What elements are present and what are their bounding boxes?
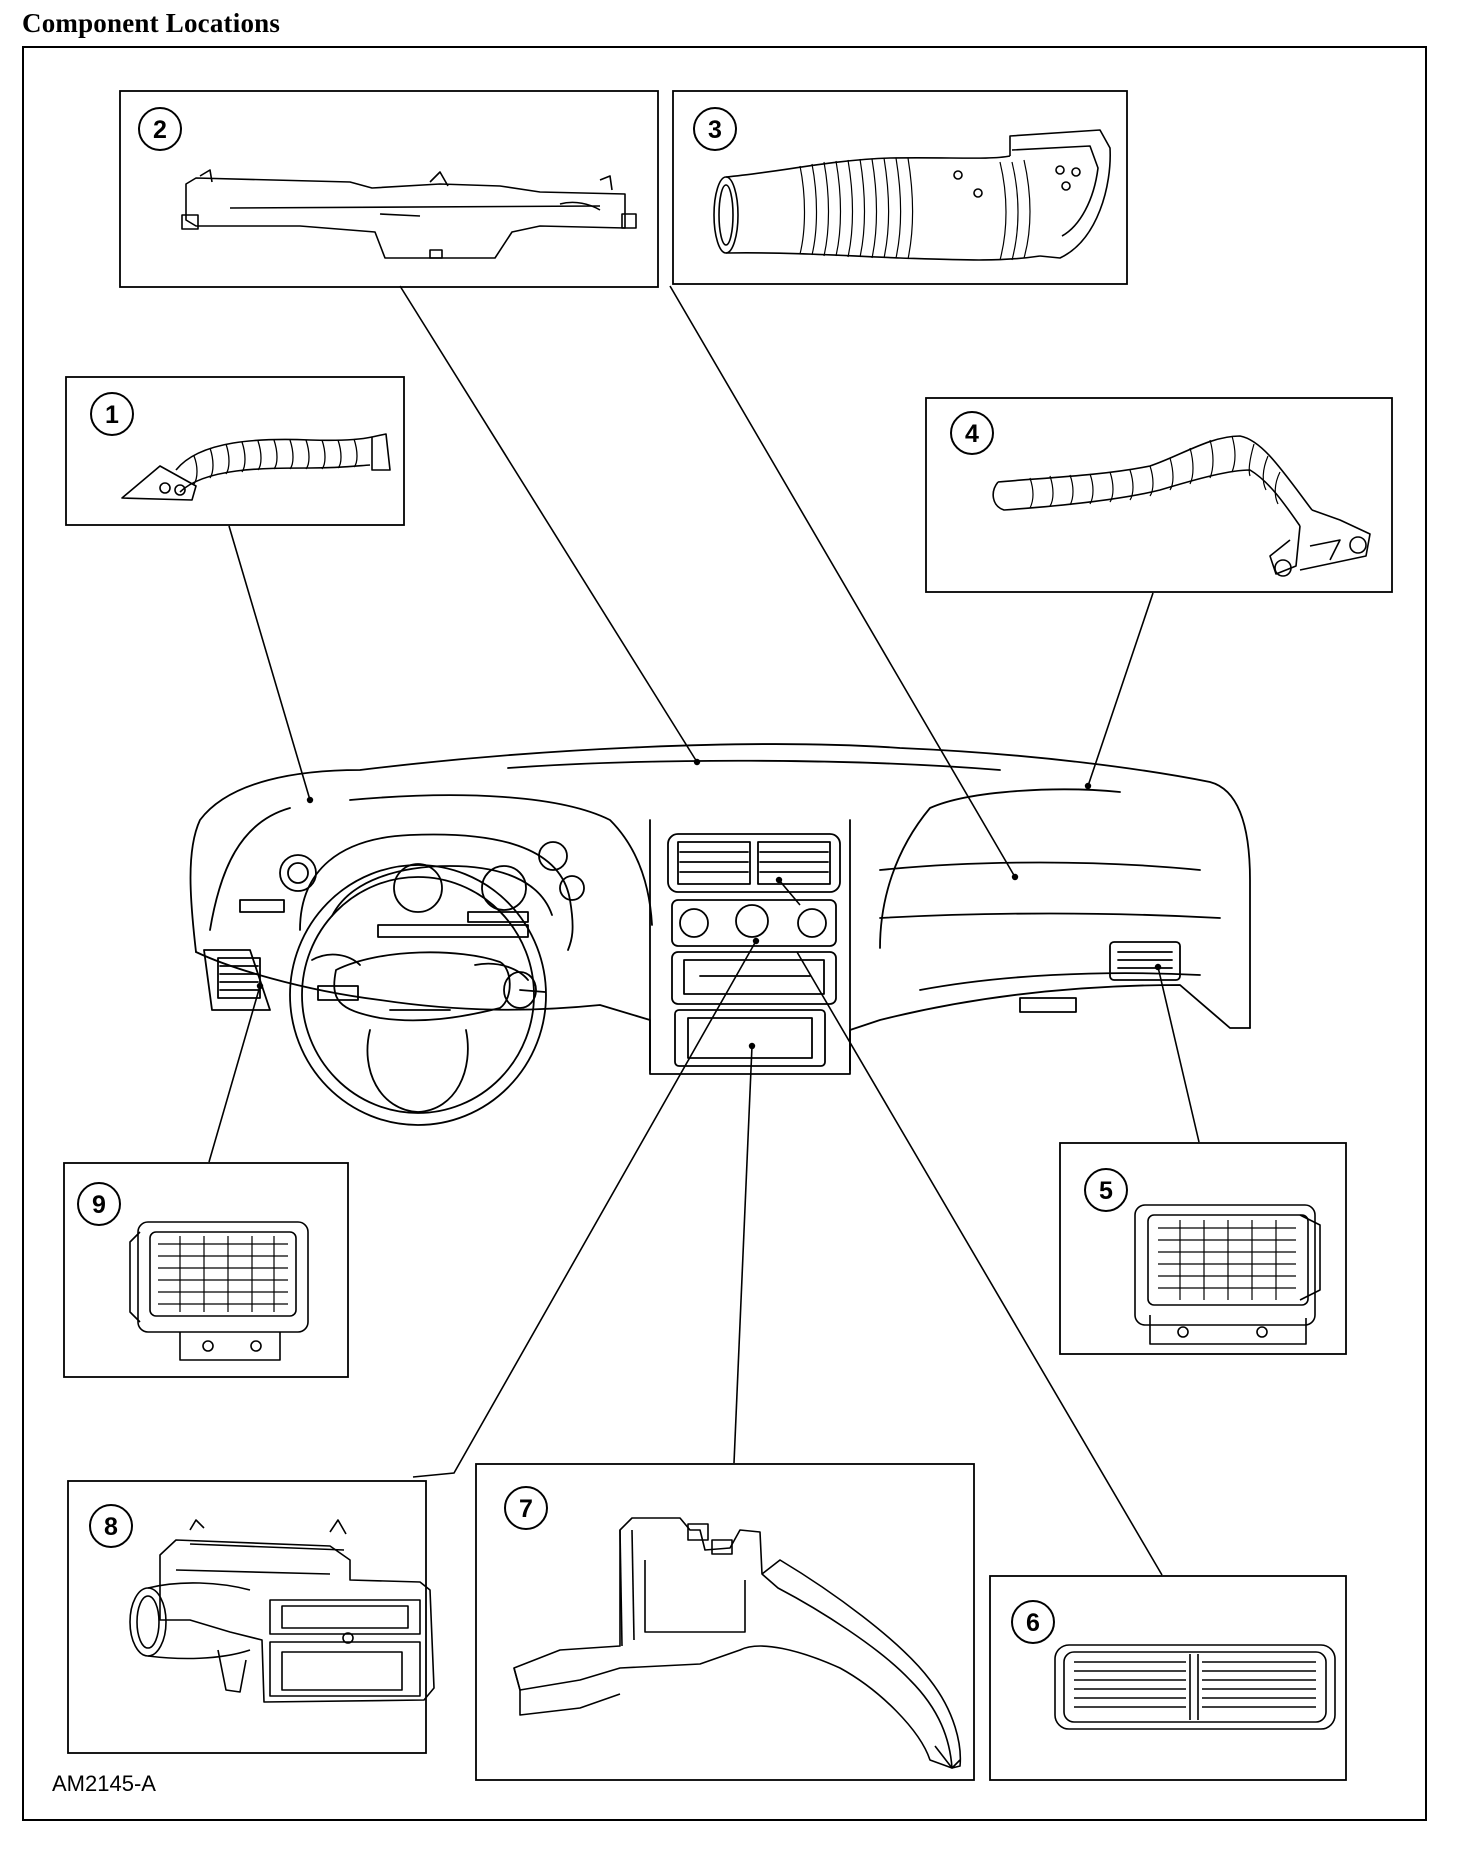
callout-3: 3 bbox=[693, 107, 737, 151]
inset-box-4 bbox=[925, 397, 1393, 593]
figure-code: AM2145-A bbox=[52, 1771, 156, 1796]
inset-box-3 bbox=[672, 90, 1128, 285]
instrument-panel bbox=[189, 743, 1251, 1126]
duct-hose-icon bbox=[121, 433, 391, 501]
inset-boxes bbox=[63, 90, 1393, 1781]
callout-4: 4 bbox=[950, 411, 994, 455]
callout-5: 5 bbox=[1084, 1168, 1128, 1212]
inset-box-5 bbox=[1059, 1142, 1347, 1355]
callout-8: 8 bbox=[89, 1504, 133, 1548]
inset-box-2 bbox=[119, 90, 659, 288]
callout-number: 5 bbox=[1099, 1177, 1113, 1205]
callout-number: 9 bbox=[92, 1191, 106, 1219]
plenum-housing-icon bbox=[129, 1519, 435, 1703]
callout-number: 1 bbox=[105, 401, 119, 429]
passenger-hose-icon bbox=[992, 435, 1371, 577]
inset-box-8 bbox=[67, 1480, 427, 1754]
callout-7: 7 bbox=[504, 1486, 548, 1530]
inset-box-1 bbox=[65, 376, 405, 526]
callout-2: 2 bbox=[138, 107, 182, 151]
callout-9: 9 bbox=[77, 1182, 121, 1226]
callout-number: 6 bbox=[1026, 1609, 1040, 1637]
callout-number: 4 bbox=[965, 420, 979, 448]
callout-number: 2 bbox=[153, 116, 167, 144]
callout-number: 8 bbox=[104, 1513, 118, 1541]
floor-duct-icon bbox=[513, 1517, 962, 1769]
leader-dots bbox=[256, 758, 1162, 1050]
left-register-icon bbox=[129, 1221, 309, 1361]
flex-duct-icon bbox=[713, 129, 1111, 261]
inset-box-6 bbox=[989, 1575, 1347, 1781]
page-title: Component Locations bbox=[22, 8, 281, 38]
center-register-icon bbox=[1054, 1644, 1336, 1730]
callout-1: 1 bbox=[90, 392, 134, 436]
inset-box-9 bbox=[63, 1162, 349, 1378]
callout-6: 6 bbox=[1011, 1600, 1055, 1644]
callout-number: 3 bbox=[708, 116, 722, 144]
inset-box-7 bbox=[475, 1463, 975, 1781]
defroster-duct-icon bbox=[181, 169, 637, 259]
right-register-icon bbox=[1134, 1204, 1321, 1345]
diagram-frame bbox=[22, 46, 1427, 1821]
callout-number: 7 bbox=[519, 1495, 533, 1523]
